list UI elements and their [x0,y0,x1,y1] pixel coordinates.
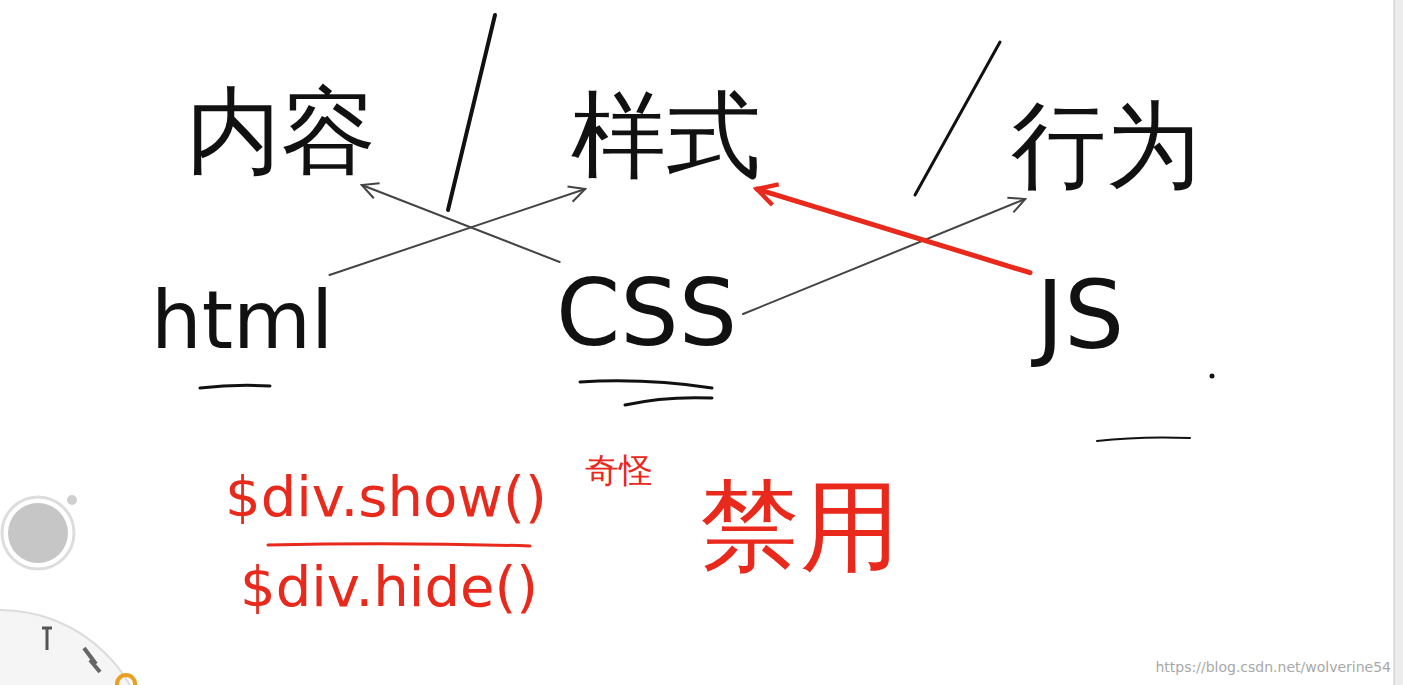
node-text: 样式 [571,88,761,183]
tool-button-face [8,503,68,563]
node-text: 内容 [186,84,376,179]
underline [580,381,712,388]
color-icon [117,675,135,685]
arrow-connector [362,185,560,262]
behavior-word: 行为 [1005,92,1207,199]
window-edge-line [1394,0,1395,685]
tool-button [2,497,74,569]
arrow-connector [757,189,1030,273]
underline [200,385,270,388]
tool-icon [42,628,52,650]
tool-icon [84,648,100,672]
side-note: 奇怪 [585,452,653,489]
js-word: JS [1030,262,1130,369]
watermark: https://blog.csdn.net/wolverine54 [1155,660,1391,675]
content-word: 内容 [180,78,382,185]
underline [625,398,712,405]
html-word: html [145,275,339,367]
css-word: CSS [550,262,743,366]
tool-button-dot [67,495,77,505]
code-note: $div.hide() [240,556,538,618]
red-underline [268,544,530,546]
style-word: 样式 [565,82,767,189]
window-edge [1394,0,1403,685]
toolbar-wheel [0,610,150,685]
ink-dot [1210,374,1215,379]
node-text: html [151,281,333,361]
code-note: $div.show() [225,466,547,528]
node-text: CSS [556,268,737,360]
underline [1097,437,1190,441]
slash-separator [448,15,495,210]
node-text: 行为 [1011,98,1201,193]
red-note: 禁用 [700,472,900,582]
arrow-connector [330,189,586,275]
slash-separator [915,42,1000,195]
node-text: JS [1036,268,1124,363]
